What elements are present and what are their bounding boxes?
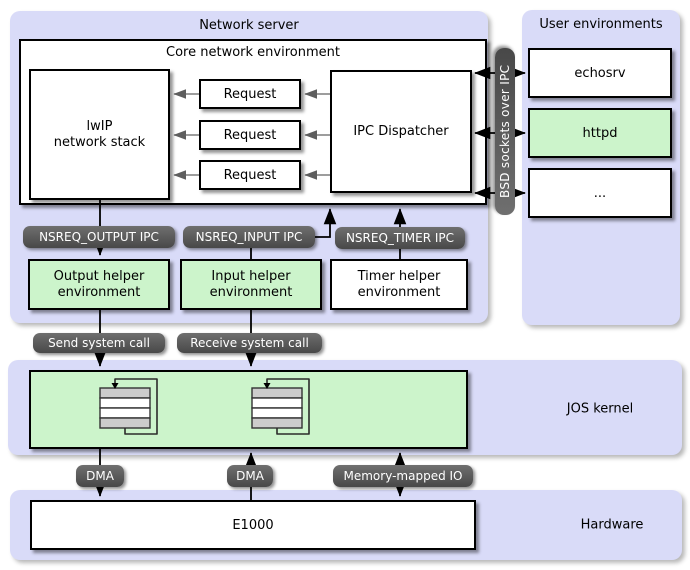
tx-ring-buffer-icon (99, 378, 158, 435)
nsreq-input-label: NSREQ_INPUT IPC (195, 230, 303, 244)
bsd-sockets-over-ipc-pill: BSD sockets over IPC (495, 48, 515, 215)
rx-ring-buffer-icon (251, 378, 310, 435)
output-helper-environment-box: Output helper environment (28, 259, 170, 310)
send-system-call-pill: Send system call (33, 333, 165, 353)
nsreq-timer-ipc-pill: NSREQ_TIMER IPC (335, 227, 465, 249)
e1000-label: E1000 (232, 517, 274, 533)
e1000-box: E1000 (30, 500, 476, 550)
nsreq-output-ipc-pill: NSREQ_OUTPUT IPC (23, 226, 175, 248)
request-label: Request (223, 127, 277, 143)
other-env-box: ... (528, 168, 672, 218)
network-server-title: Network server (199, 18, 299, 33)
httpd-label: httpd (582, 125, 618, 141)
input-helper-environment-box: Input helper environment (180, 259, 322, 310)
other-env-label: ... (593, 185, 607, 201)
dma-label: DMA (86, 469, 114, 483)
bsd-sockets-label: BSD sockets over IPC (498, 64, 512, 199)
nsreq-output-label: NSREQ_OUTPUT IPC (39, 230, 159, 244)
memory-mapped-io-label: Memory-mapped IO (343, 469, 463, 483)
jos-kernel-label: JOS kernel (566, 401, 634, 417)
core-network-environment-title: Core network environment (166, 45, 340, 60)
request-box-2: Request (199, 120, 301, 150)
hardware-label: Hardware (580, 517, 644, 533)
memory-mapped-io-pill: Memory-mapped IO (333, 465, 473, 487)
output-helper-label: Output helper environment (53, 268, 145, 300)
echosrv-box: echosrv (528, 48, 672, 98)
e1000-driver-box (29, 370, 468, 449)
dma-label: DMA (236, 469, 264, 483)
request-label: Request (223, 167, 277, 183)
receive-system-call-pill: Receive system call (177, 333, 322, 353)
ipc-dispatcher-label: IPC Dispatcher (353, 124, 449, 139)
lwip-network-stack-box: lwIP network stack (29, 69, 170, 200)
timer-helper-environment-box: Timer helper environment (330, 259, 468, 310)
user-environments-title: User environments (539, 17, 663, 32)
lwip-label: lwIP network stack (53, 118, 146, 150)
ipc-dispatcher-box: IPC Dispatcher (330, 70, 472, 193)
send-system-call-label: Send system call (48, 336, 150, 350)
input-helper-label: Input helper environment (209, 268, 293, 300)
timer-helper-label: Timer helper environment (357, 268, 441, 300)
echosrv-label: echosrv (574, 65, 626, 81)
request-box-3: Request (199, 160, 301, 190)
receive-system-call-label: Receive system call (190, 336, 309, 350)
dma-pill-tx: DMA (76, 465, 124, 487)
request-label: Request (223, 86, 277, 102)
dma-pill-rx: DMA (227, 465, 273, 487)
nsreq-input-ipc-pill: NSREQ_INPUT IPC (183, 226, 315, 248)
nsreq-timer-label: NSREQ_TIMER IPC (345, 231, 455, 245)
httpd-box: httpd (528, 108, 672, 158)
request-box-1: Request (199, 79, 301, 109)
